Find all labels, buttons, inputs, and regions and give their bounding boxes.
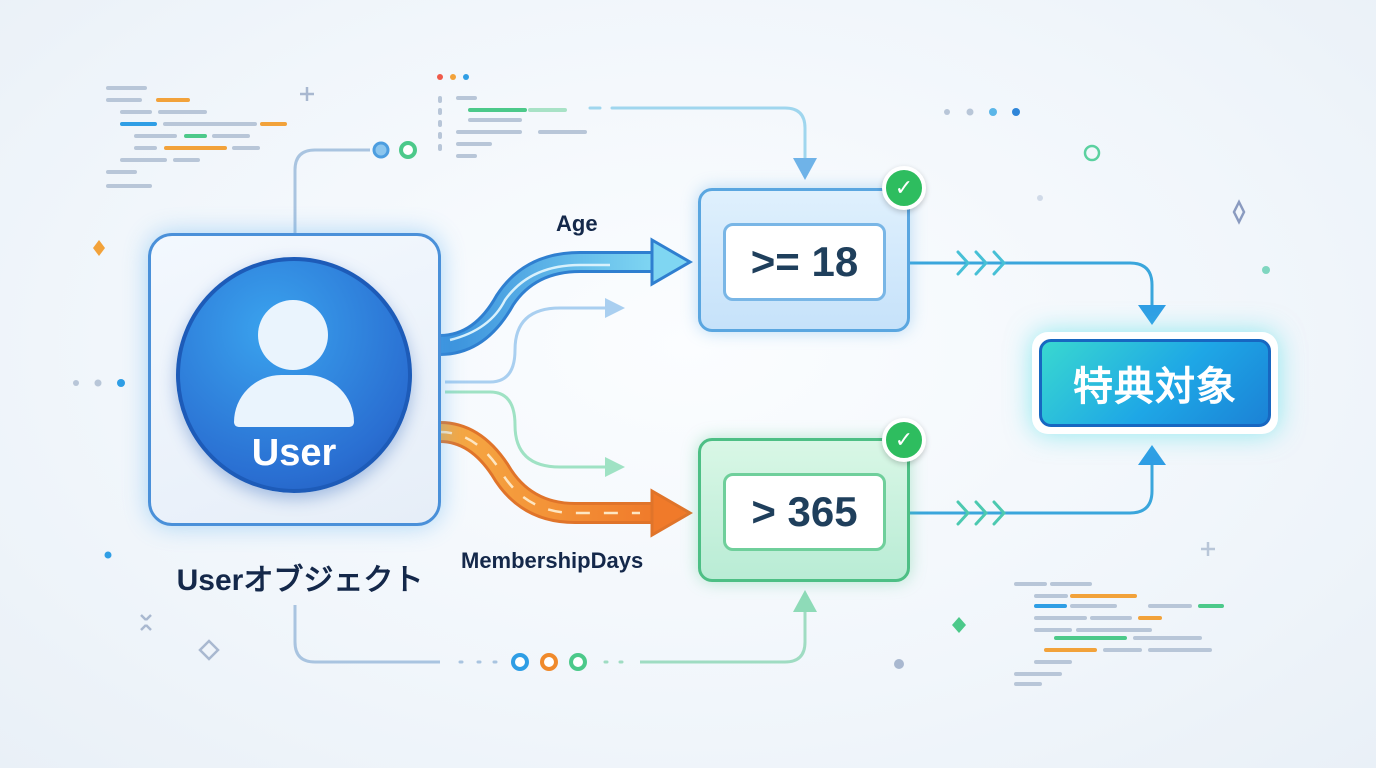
condition-expression: > 365 — [723, 473, 886, 551]
result-label: 特典対象 — [1039, 339, 1271, 427]
avatar-label: User — [251, 432, 337, 474]
condition-membership: > 365 — [698, 438, 910, 582]
result-node: 特典対象 — [1032, 332, 1278, 434]
user-icon-head — [258, 300, 328, 370]
age-arrow — [410, 237, 693, 356]
top-connector — [293, 106, 817, 233]
check-icon: ✓ — [882, 166, 926, 210]
condition-age: >= 18 — [698, 188, 910, 332]
dot-decorations — [73, 108, 1270, 669]
thin-branches — [445, 298, 625, 477]
user-icon-body — [234, 375, 354, 427]
check-icon: ✓ — [882, 418, 926, 462]
membership-arrow — [405, 421, 693, 538]
user-avatar — [176, 257, 412, 493]
age-edge-label: Age — [556, 211, 598, 236]
code-lines-decoration — [106, 74, 587, 188]
sparkle-decorations — [93, 87, 1246, 661]
output-connectors — [910, 250, 1166, 526]
user-object-caption: Userオブジェクト — [176, 564, 424, 597]
membership-edge-label: MembershipDays — [461, 548, 644, 573]
condition-expression: >= 18 — [723, 223, 886, 301]
code-lines-decoration — [1014, 582, 1224, 686]
bottom-connector — [293, 590, 817, 671]
